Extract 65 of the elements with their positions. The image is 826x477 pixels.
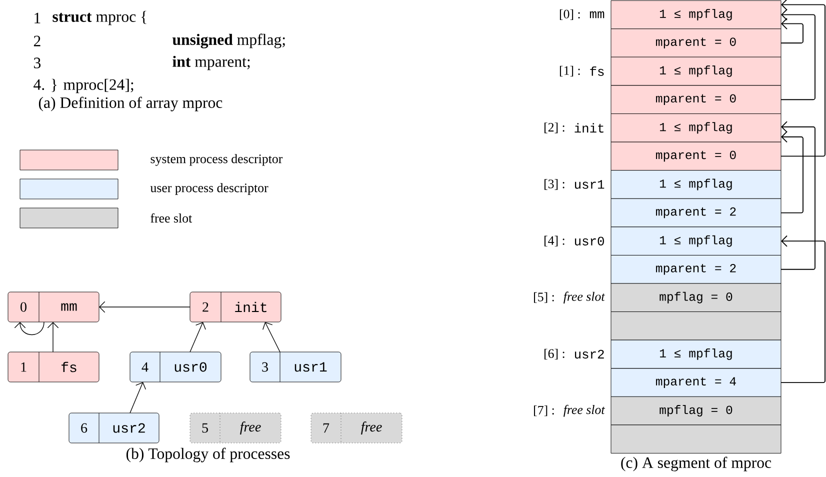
array-cell: 1 ≤ mpflag (610, 340, 782, 369)
slot-name: free slot (564, 292, 606, 304)
index-label: [5] : (534, 292, 554, 303)
legend-label: free slot (150, 213, 192, 223)
slot-name: usr1 (575, 180, 604, 189)
process-box: 0 mm (8, 292, 100, 322)
arrow (99, 301, 190, 313)
process-box: 6 usr2 (68, 412, 160, 444)
code-line-number: 2 (34, 36, 40, 46)
slot-name: fs (590, 66, 604, 76)
code-line: struct mproc { (52, 10, 146, 26)
array-cell: 1 ≤ mpflag (610, 56, 782, 86)
code-line: 4. } mproc[24]; (34, 78, 134, 94)
slot-name: init (574, 123, 604, 133)
array-cell: mparent = 0 (610, 85, 782, 114)
code-line-number: 1 (34, 12, 40, 24)
arrow (780, 0, 826, 157)
slot-name: usr2 (575, 350, 604, 359)
array-cell: mparent = 0 (610, 28, 782, 58)
empty-cell (610, 312, 782, 340)
process-box: 7 free (310, 412, 402, 444)
index-label: [6] : (544, 348, 564, 360)
array-cell: 1 ≤ mpflag (610, 170, 782, 199)
empty-cell (610, 424, 782, 454)
code-line: int mparent; (172, 56, 250, 70)
subfigure-caption: (c) A segment of mproc (621, 456, 772, 472)
array-cell: 1 ≤ mpflag (610, 226, 782, 256)
code-line: unsigned mpflag; (172, 34, 285, 48)
slot-name: usr0 (575, 236, 604, 246)
array-cell: mpflag = 0 (610, 396, 782, 426)
process-box: 2 init (190, 292, 282, 322)
slot-name: free slot (564, 404, 606, 417)
arrow (14, 322, 44, 336)
index-label: [7] : (534, 405, 554, 416)
arrow (47, 322, 59, 352)
array-cell: mparent = 2 (610, 255, 782, 284)
process-box: 4 usr0 (130, 352, 222, 382)
array-cell: 1 ≤ mpflag (610, 0, 782, 30)
slot-name: mm (590, 11, 604, 18)
arrow (780, 121, 816, 270)
process-box: 1 fs (8, 352, 100, 382)
index-label: [4] : (544, 236, 564, 246)
arrow (130, 382, 146, 414)
legend-label: system process descriptor (150, 154, 283, 166)
array-cell: mparent = 0 (610, 142, 782, 171)
arrow (190, 322, 206, 352)
arrow (780, 235, 826, 384)
array-cell: mparent = 2 (610, 198, 782, 228)
array-cell: 1 ≤ mpflag (610, 114, 782, 142)
process-box: 5 free (190, 412, 282, 444)
process-box: 3 usr1 (250, 352, 342, 382)
array-cell: mpflag = 0 (610, 283, 782, 312)
subfigure-caption: (a) Definition of array mproc (38, 96, 222, 112)
index-label: [1] : (560, 66, 580, 77)
arrow (262, 322, 280, 352)
arrow (780, 131, 804, 214)
index-label: [2] : (544, 122, 564, 134)
arrow (780, 18, 804, 44)
legend-label: user process descriptor (150, 183, 268, 195)
index-label: [0] : (560, 9, 580, 20)
array-cell: mparent = 4 (610, 368, 782, 397)
arrow (780, 8, 816, 100)
code-line-number: 3 (34, 58, 41, 68)
subfigure-caption: (b) Topology of processes (126, 448, 290, 462)
index-label: [3] : (544, 179, 564, 190)
